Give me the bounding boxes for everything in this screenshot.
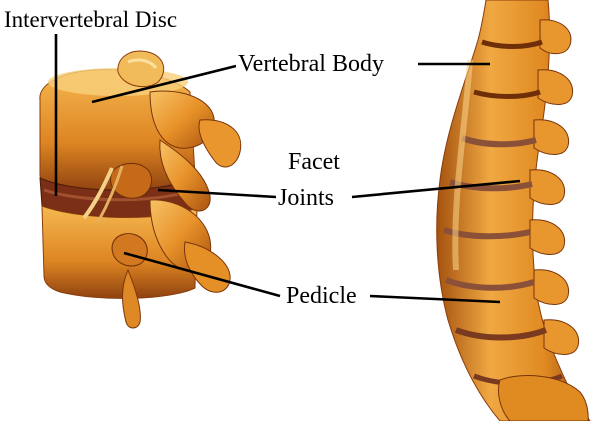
label-joints: Joints	[276, 186, 336, 210]
label-intervertebral-disc: Intervertebral Disc	[2, 8, 179, 31]
label-facet: Facet	[286, 150, 342, 174]
pedicle-shape	[112, 234, 147, 266]
label-pedicle: Pedicle	[284, 284, 359, 308]
vertebra-segment	[40, 51, 241, 328]
label-vertebral-body: Vertebral Body	[236, 52, 386, 76]
